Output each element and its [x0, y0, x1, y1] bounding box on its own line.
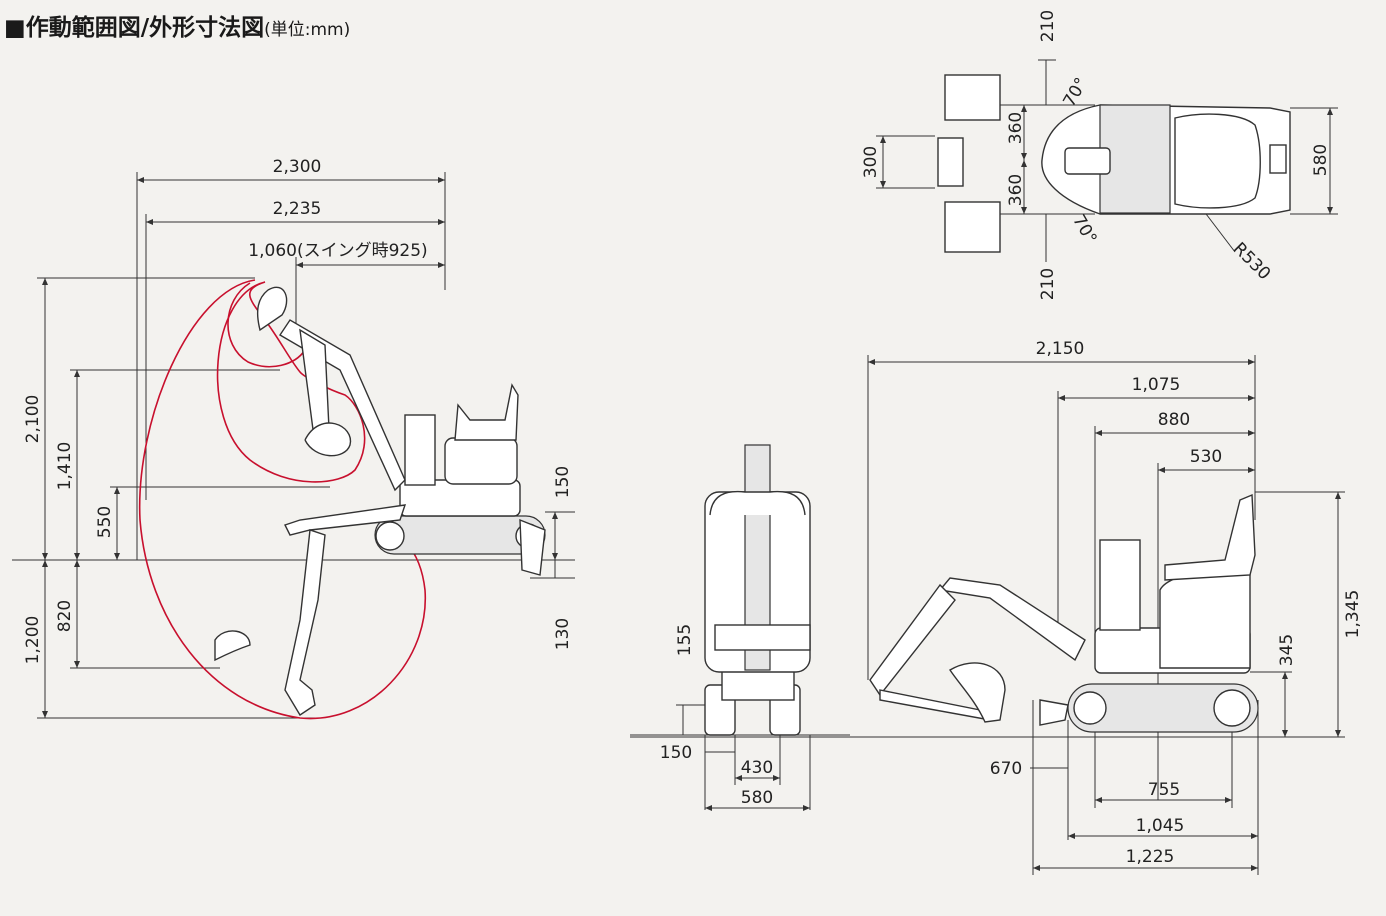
label-1200: 1,200 [23, 616, 43, 665]
label-150-front: 150 [660, 743, 692, 763]
excavator-side-body [374, 383, 546, 576]
top-view: 210 360 360 300 210 580 70° 70° R530 [861, 10, 1338, 300]
label-360-lower: 360 [1006, 174, 1026, 206]
label-2100: 2,100 [23, 395, 43, 444]
excavator-top-body [937, 74, 1291, 253]
page-title: ■作動範囲図/外形寸法図(単位:mm) [4, 8, 350, 42]
side-view: 2,300 2,235 1,060(スイング時925) 2,100 1,410 … [12, 157, 575, 720]
label-1345: 1,345 [1343, 590, 1363, 639]
title-main: ■作動範囲図/外形寸法図 [4, 15, 265, 41]
label-430: 430 [741, 758, 773, 778]
label-345: 345 [1277, 634, 1297, 666]
label-880: 880 [1158, 410, 1190, 430]
front-view: 155 150 430 580 [630, 444, 850, 811]
label-755: 755 [1148, 780, 1180, 800]
label-820: 820 [55, 600, 75, 632]
excavator-front-body [704, 444, 811, 736]
label-1410: 1,410 [55, 442, 75, 491]
label-210-bottom: 210 [1038, 268, 1058, 300]
label-670: 670 [990, 759, 1022, 779]
label-580-top: 580 [1311, 144, 1331, 176]
label-1045: 1,045 [1136, 816, 1185, 836]
label-130: 130 [553, 618, 573, 650]
excavator-right-body [869, 493, 1259, 733]
title-unit: (単位:mm) [264, 20, 351, 40]
label-1225: 1,225 [1126, 847, 1175, 867]
right-side-view: 2,150 1,075 880 530 1,345 345 670 755 1,… [630, 339, 1363, 875]
label-530: 530 [1190, 447, 1222, 467]
label-2300: 2,300 [273, 157, 322, 177]
label-2235: 2,235 [273, 199, 322, 219]
working-range-top [227, 282, 306, 368]
label-360-upper: 360 [1006, 112, 1026, 144]
label-150: 150 [553, 466, 573, 498]
label-angle-lower: 70° [1068, 211, 1100, 247]
label-1060: 1,060(スイング時925) [248, 241, 427, 261]
label-2150: 2,150 [1036, 339, 1085, 359]
label-580-front: 580 [741, 788, 773, 808]
boom-arm-side [214, 286, 407, 716]
label-210-top: 210 [1038, 10, 1058, 42]
label-1075: 1,075 [1132, 375, 1181, 395]
label-radius: R530 [1229, 239, 1274, 284]
working-range-outer [138, 279, 426, 720]
label-300: 300 [861, 146, 881, 178]
label-550: 550 [95, 506, 115, 538]
label-155: 155 [675, 624, 695, 656]
